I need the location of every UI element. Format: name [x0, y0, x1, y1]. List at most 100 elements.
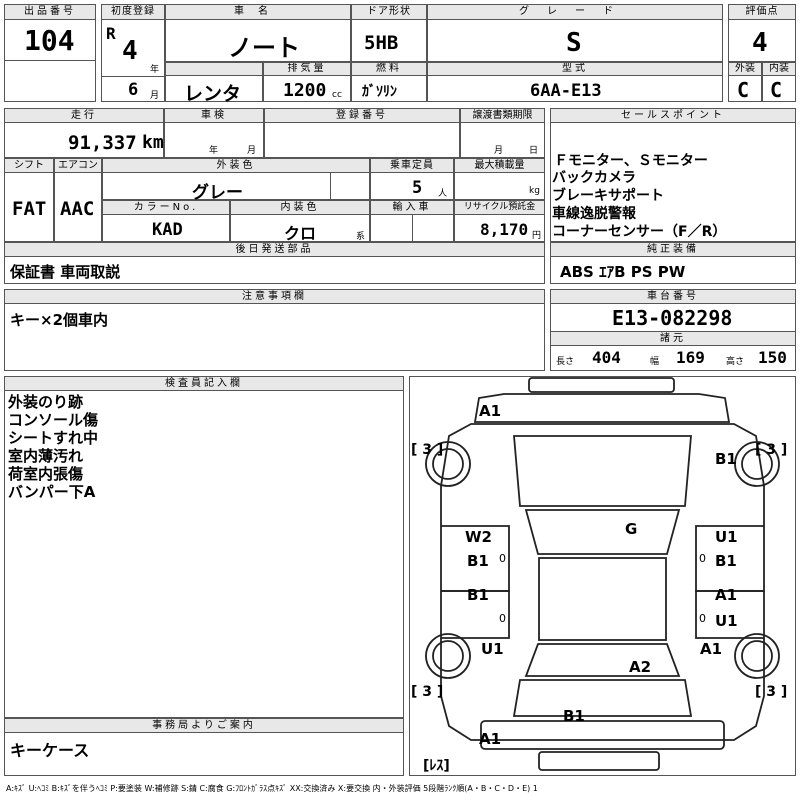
inspector-line-6: バンパー下A — [8, 483, 96, 501]
tire-front-right: [ 3 ] — [755, 442, 787, 458]
reg-no-label: 登録番号 — [264, 108, 460, 123]
recycle-unit: 円 — [532, 231, 542, 241]
office-label: 事務局よりご案内 — [4, 718, 404, 733]
height: 150 — [758, 348, 787, 367]
mark-roof: G — [625, 520, 637, 538]
insp-year-unit: 年 — [209, 146, 219, 156]
wheel-front-right — [734, 441, 780, 487]
transfer-label: 譲渡書類期限 — [460, 108, 545, 123]
car-name: ノート — [228, 34, 300, 62]
chassis-number: E13-082298 — [612, 306, 733, 330]
trunk — [512, 679, 693, 717]
left-rear-door — [441, 590, 510, 639]
hood — [513, 435, 692, 507]
width-label: 幅 — [650, 357, 660, 367]
first-reg-label: 初度登録 — [101, 4, 165, 20]
wheel-rear-left-inner — [432, 640, 464, 672]
tire-front-left: [ 3 ] — [411, 442, 443, 458]
score: 4 — [752, 28, 768, 58]
sales-point-4: 車線逸脱警報 — [552, 206, 636, 222]
tire-rear-left: [ 3 ] — [411, 684, 443, 700]
office-note: キーケース — [10, 741, 90, 760]
car-diagram: A1 B1 W2 B1 G U1 B1 B1 A1 U1 U1 A1 A2 B1… — [411, 377, 787, 774]
zero-mark-2: 0 — [699, 552, 706, 565]
int-color-unit: 系 — [356, 232, 366, 242]
door-label: ドア形状 — [351, 4, 427, 20]
int-color: クロ — [284, 224, 317, 243]
body-outline — [440, 423, 765, 741]
wheel-rear-right — [734, 633, 780, 679]
ext-label: 外装 — [728, 62, 762, 76]
model-label: 型式 — [427, 62, 723, 76]
later-parts: 保証書 車両取説 — [10, 263, 121, 281]
wheel-front-left — [425, 441, 471, 487]
fuel-label: 燃料 — [351, 62, 427, 76]
mark-front-bumper: A1 — [479, 402, 501, 420]
windshield — [524, 509, 681, 555]
wheel-front-left-inner — [432, 448, 464, 480]
notes: キー×2個車内 — [10, 311, 109, 329]
reg-month: 6 — [128, 80, 139, 100]
later-parts-label: 後日発送部品 — [4, 242, 545, 257]
recycle-label: リサイクル預託金 — [454, 200, 545, 215]
displacement-unit: cc — [332, 90, 342, 100]
sales-point-5: コーナーセンサー（F／R） — [552, 224, 727, 240]
ac: AAC — [60, 198, 95, 220]
mileage-unit: km — [142, 132, 164, 153]
load-label: 最大積載量 — [454, 158, 545, 173]
grade: S — [566, 28, 582, 58]
transfer-month-unit: 月 — [494, 146, 504, 156]
reg-year: 4 — [122, 36, 138, 66]
length-label: 長さ — [556, 357, 575, 367]
equipment-label: 純正装備 — [550, 242, 796, 257]
wheel-rear-right-inner — [741, 640, 773, 672]
sales-points-label: セールスポイント — [550, 108, 796, 123]
lot-divider — [4, 60, 96, 61]
mileage-label: 走行 — [4, 108, 164, 123]
inspector-line-5: 荷室内張傷 — [8, 465, 84, 483]
month-unit: 月 — [150, 91, 160, 101]
inspector-line-4: 室内薄汚れ — [8, 447, 84, 465]
lot-label: 出品番号 — [4, 4, 96, 20]
mark-left-front-door-w: W2 — [465, 528, 492, 546]
mark-rear-bumper: B1 — [563, 707, 585, 725]
ext-color-label: 外装色 — [102, 158, 370, 173]
sales-point-2: バックカメラ — [552, 170, 636, 186]
car-name-label: 車名 — [165, 4, 351, 20]
height-label: 高さ — [726, 357, 745, 367]
mark-front-right-fender: B1 — [715, 450, 737, 468]
sales-point-1: Ｆモニター、Ｓモニター — [554, 153, 708, 169]
color-no-label: カラーNo. — [102, 200, 230, 215]
capacity: 5 — [412, 178, 423, 198]
mark-right-rear-door-a: A1 — [715, 586, 737, 604]
history-label — [165, 62, 263, 76]
front-bumper — [473, 393, 731, 423]
transfer-day-unit: 日 — [529, 146, 539, 156]
wheel-rear-left — [425, 633, 471, 679]
era: R — [106, 24, 116, 43]
lot-number: 104 — [24, 24, 75, 57]
mark-right-front-door-u: U1 — [715, 528, 738, 546]
fuel: ｶﾞｿﾘﾝ — [362, 84, 397, 100]
notes-label: 注意事項欄 — [4, 289, 545, 304]
capacity-label: 乗車定員 — [370, 158, 454, 173]
mark-left-rear-fender: U1 — [481, 640, 504, 658]
mileage: 91,337 — [68, 132, 137, 154]
inspector-line-2: コンソール傷 — [8, 411, 99, 429]
shift: FAT — [12, 198, 47, 220]
mark-right-front-door-b: B1 — [715, 552, 737, 570]
ext-color-divider — [330, 173, 331, 200]
dims-label: 諸元 — [550, 331, 796, 346]
spare-label: [ﾚｽ] — [423, 758, 450, 774]
ext-color: グレー — [192, 183, 243, 203]
equipment: ABS ｴｱB PS PW — [560, 263, 686, 281]
inspection-label: 車検 — [164, 108, 264, 123]
first-reg-divider — [101, 76, 165, 77]
load-unit: kg — [529, 186, 540, 196]
width: 169 — [676, 348, 705, 367]
mark-left-rear-door: B1 — [467, 586, 489, 604]
roof — [538, 557, 667, 641]
tire-rear-right: [ 3 ] — [755, 684, 787, 700]
shift-label: シフト — [4, 158, 54, 173]
mark-left-front-door-b: B1 — [467, 552, 489, 570]
